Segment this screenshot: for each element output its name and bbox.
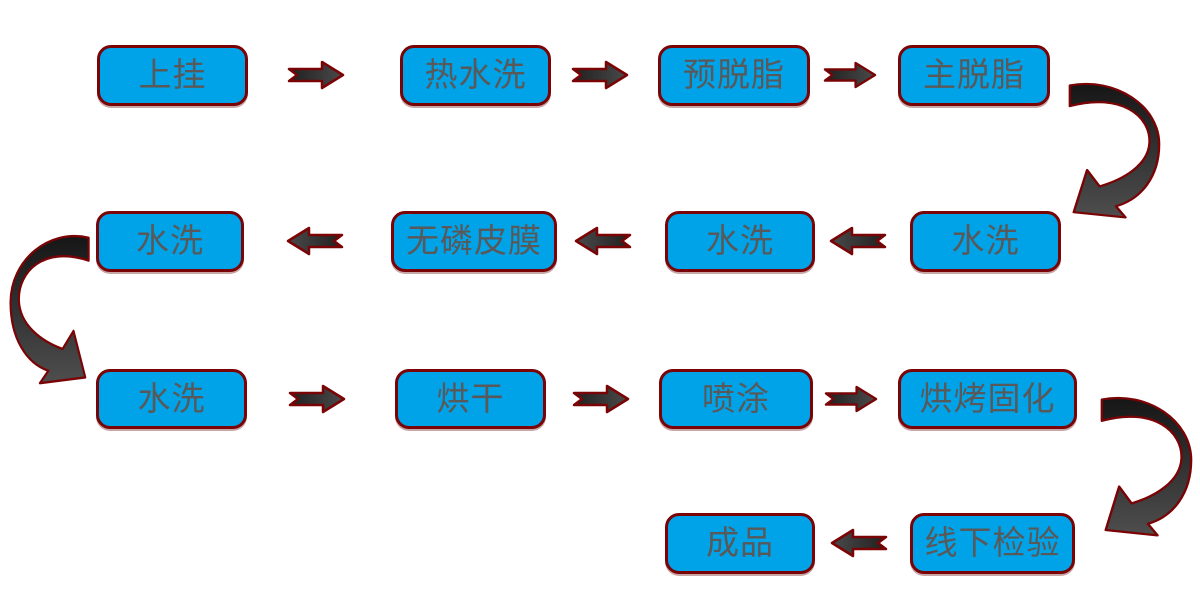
flow-node-label: 主脱脂 <box>923 55 1025 94</box>
flow-node-label: 水洗 <box>706 221 774 260</box>
arrow-curve-down-right-icon <box>9 235 90 385</box>
flow-node-shuixi-2: 水洗 <box>665 211 815 272</box>
flow-node-label: 上挂 <box>138 55 207 94</box>
flow-node-yutuozhi: 预脱脂 <box>658 45 810 106</box>
flow-node-label: 烘烤固化 <box>919 378 1056 418</box>
arrow-right-icon <box>823 61 877 89</box>
arrow-left-icon <box>286 226 344 256</box>
flow-node-shuixi-3: 水洗 <box>96 211 244 272</box>
flow-node-xianxiajianyan: 线下检验 <box>910 513 1075 574</box>
flow-node-label: 预脱脂 <box>683 55 785 94</box>
flow-node-wulinpimo: 无磷皮膜 <box>391 211 557 272</box>
flow-node-shuixi-1: 水洗 <box>910 211 1061 272</box>
arrow-right-icon <box>572 384 630 414</box>
flow-node-shuixi-4: 水洗 <box>96 369 247 429</box>
flow-node-label: 线下检验 <box>924 523 1061 562</box>
flow-node-zhutuozhi: 主脱脂 <box>898 45 1050 106</box>
arrow-right-icon <box>824 385 878 413</box>
flow-node-label: 水洗 <box>137 378 206 418</box>
flow-node-honggan: 烘干 <box>395 369 546 429</box>
arrow-right-icon <box>288 384 346 414</box>
flow-node-pentu: 喷涂 <box>659 369 813 429</box>
arrow-right-icon <box>287 60 345 90</box>
arrow-curve-down-left-icon <box>1068 82 1161 219</box>
arrow-left-icon <box>829 226 887 256</box>
arrow-curve-down-left-icon <box>1100 397 1193 537</box>
flow-node-shanggua: 上挂 <box>97 45 248 106</box>
flow-node-label: 成品 <box>706 523 774 562</box>
flow-node-chengpin: 成品 <box>665 513 815 574</box>
flow-node-label: 喷涂 <box>702 378 770 418</box>
arrow-right-icon <box>571 60 629 90</box>
flow-node-label: 水洗 <box>136 221 204 260</box>
flow-node-label: 热水洗 <box>424 55 527 94</box>
flow-node-label: 烘干 <box>436 378 505 418</box>
arrow-left-icon <box>574 226 632 256</box>
flow-node-label: 无磷皮膜 <box>406 221 542 260</box>
flow-node-label: 水洗 <box>951 221 1020 260</box>
flow-node-hongkaoguhua: 烘烤固化 <box>898 369 1077 429</box>
arrow-left-icon <box>830 528 888 558</box>
flow-node-reshuixi: 热水洗 <box>400 45 551 106</box>
